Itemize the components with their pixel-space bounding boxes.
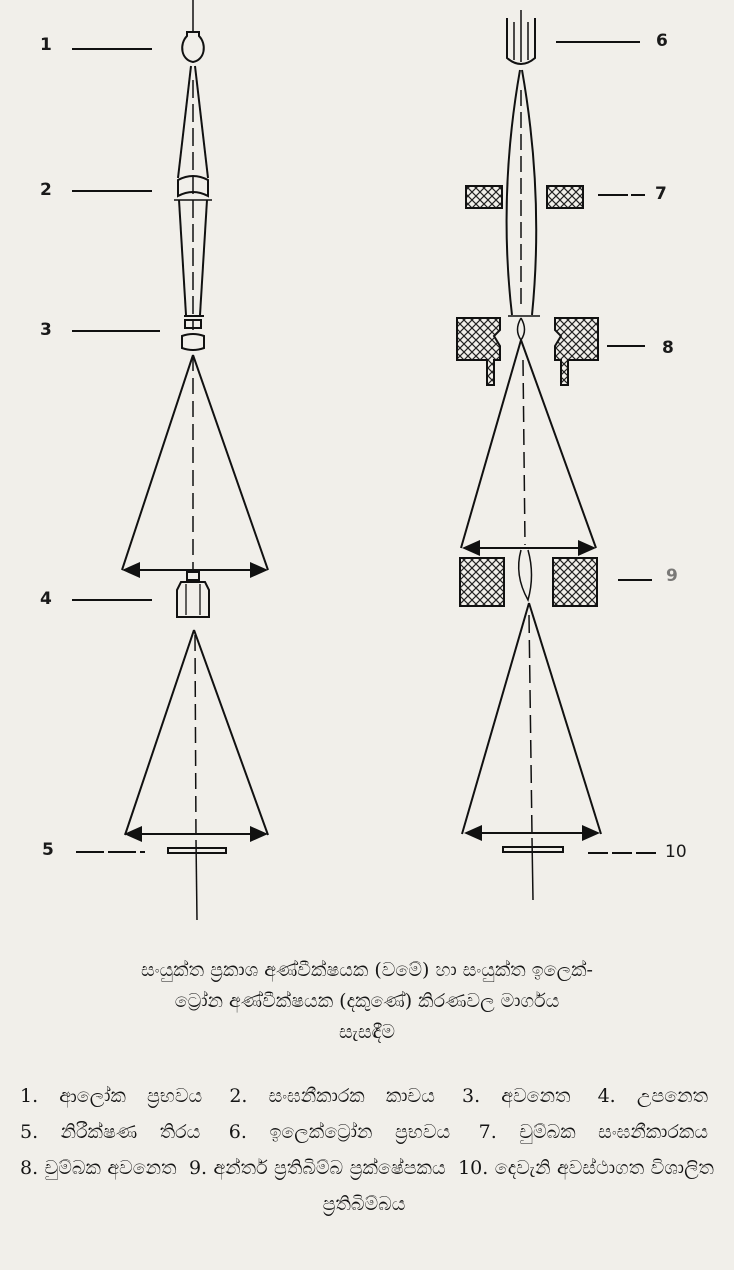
condenser-lens-icon [177, 175, 209, 198]
magnetic-condenser-right-icon [546, 185, 584, 209]
projector-lens-left-icon [459, 557, 505, 607]
caption-line-2: ට්‍රෝන අණ්වීක්ෂයක (දකුණේ) කිරණවල මාර්ගය [174, 990, 560, 1012]
legend-item-1: 1. ආලෝක ප්‍රභවය [20, 1085, 203, 1107]
label-5: 5 [42, 840, 54, 860]
objective-lens-icon [184, 319, 202, 329]
caption-line-3: සැසඳීම [339, 1021, 395, 1043]
legend-item-9: 9. අන්තර් ප්‍රතිබිම්බ ප්‍රක්ෂේපකය [188, 1157, 446, 1179]
final-image-screen-icon [502, 846, 564, 853]
legend-item-2: 2. සංඝනීකාරක කාචය [229, 1085, 435, 1107]
legend-item-4: 4. උපනෙත [597, 1085, 708, 1107]
legend-item-6: 6. ඉලෙක්ට්‍රෝන ප්‍රභවය [228, 1121, 451, 1143]
light-source-bulb-icon [181, 31, 205, 64]
legend-item-5: 5. නිරීක්ෂණ තිරය [20, 1121, 201, 1143]
legend-item-7: 7. චුම්බක සංඝනීකාරකය [478, 1121, 708, 1143]
label-4: 4 [40, 589, 52, 609]
label-10: 10 [665, 842, 687, 862]
magnetic-objective-right-icon [554, 317, 599, 386]
figure-caption: සංයුක්ත ප්‍රකාශ අණ්වීක්ෂයක (වමේ) හා සංයු… [20, 955, 714, 1048]
electron-microscope [456, 10, 656, 901]
label-3: 3 [40, 320, 52, 340]
electron-gun-icon [506, 18, 536, 65]
legend-item-3: 3. අවනෙත [462, 1085, 571, 1107]
legend-item-10: 10. දෙවැනි අවස්ථාගත විශාලිත ප්‍රතිබිම්බය [322, 1157, 714, 1215]
viewing-screen-icon [167, 847, 227, 854]
magnetic-objective-left-icon [456, 317, 501, 386]
label-8: 8 [662, 338, 674, 358]
label-2: 2 [40, 180, 52, 200]
legend-item-8: 8. චුම්බක අවනෙත [20, 1157, 177, 1179]
magnetic-condenser-left-icon [465, 185, 503, 209]
label-1: 1 [40, 35, 52, 55]
figure-legend: 1. ආලෝක ප්‍රභවය 2. සංඝනීකාරක කාචය 3. අවන… [20, 1078, 714, 1222]
microscope-ray-path-diagram: 1 2 3 4 5 6 7 8 9 10 [40, 0, 687, 921]
label-7: 7 [655, 184, 667, 204]
diagram-drawing [72, 0, 656, 921]
eyepiece-icon [176, 581, 210, 618]
label-9: 9 [666, 566, 678, 586]
light-microscope [72, 0, 269, 921]
projector-lens-right-icon [552, 557, 598, 607]
label-6: 6 [656, 31, 668, 51]
caption-line-1: සංයුක්ත ප්‍රකාශ අණ්වීක්ෂයක (වමේ) හා සංයු… [141, 959, 593, 981]
